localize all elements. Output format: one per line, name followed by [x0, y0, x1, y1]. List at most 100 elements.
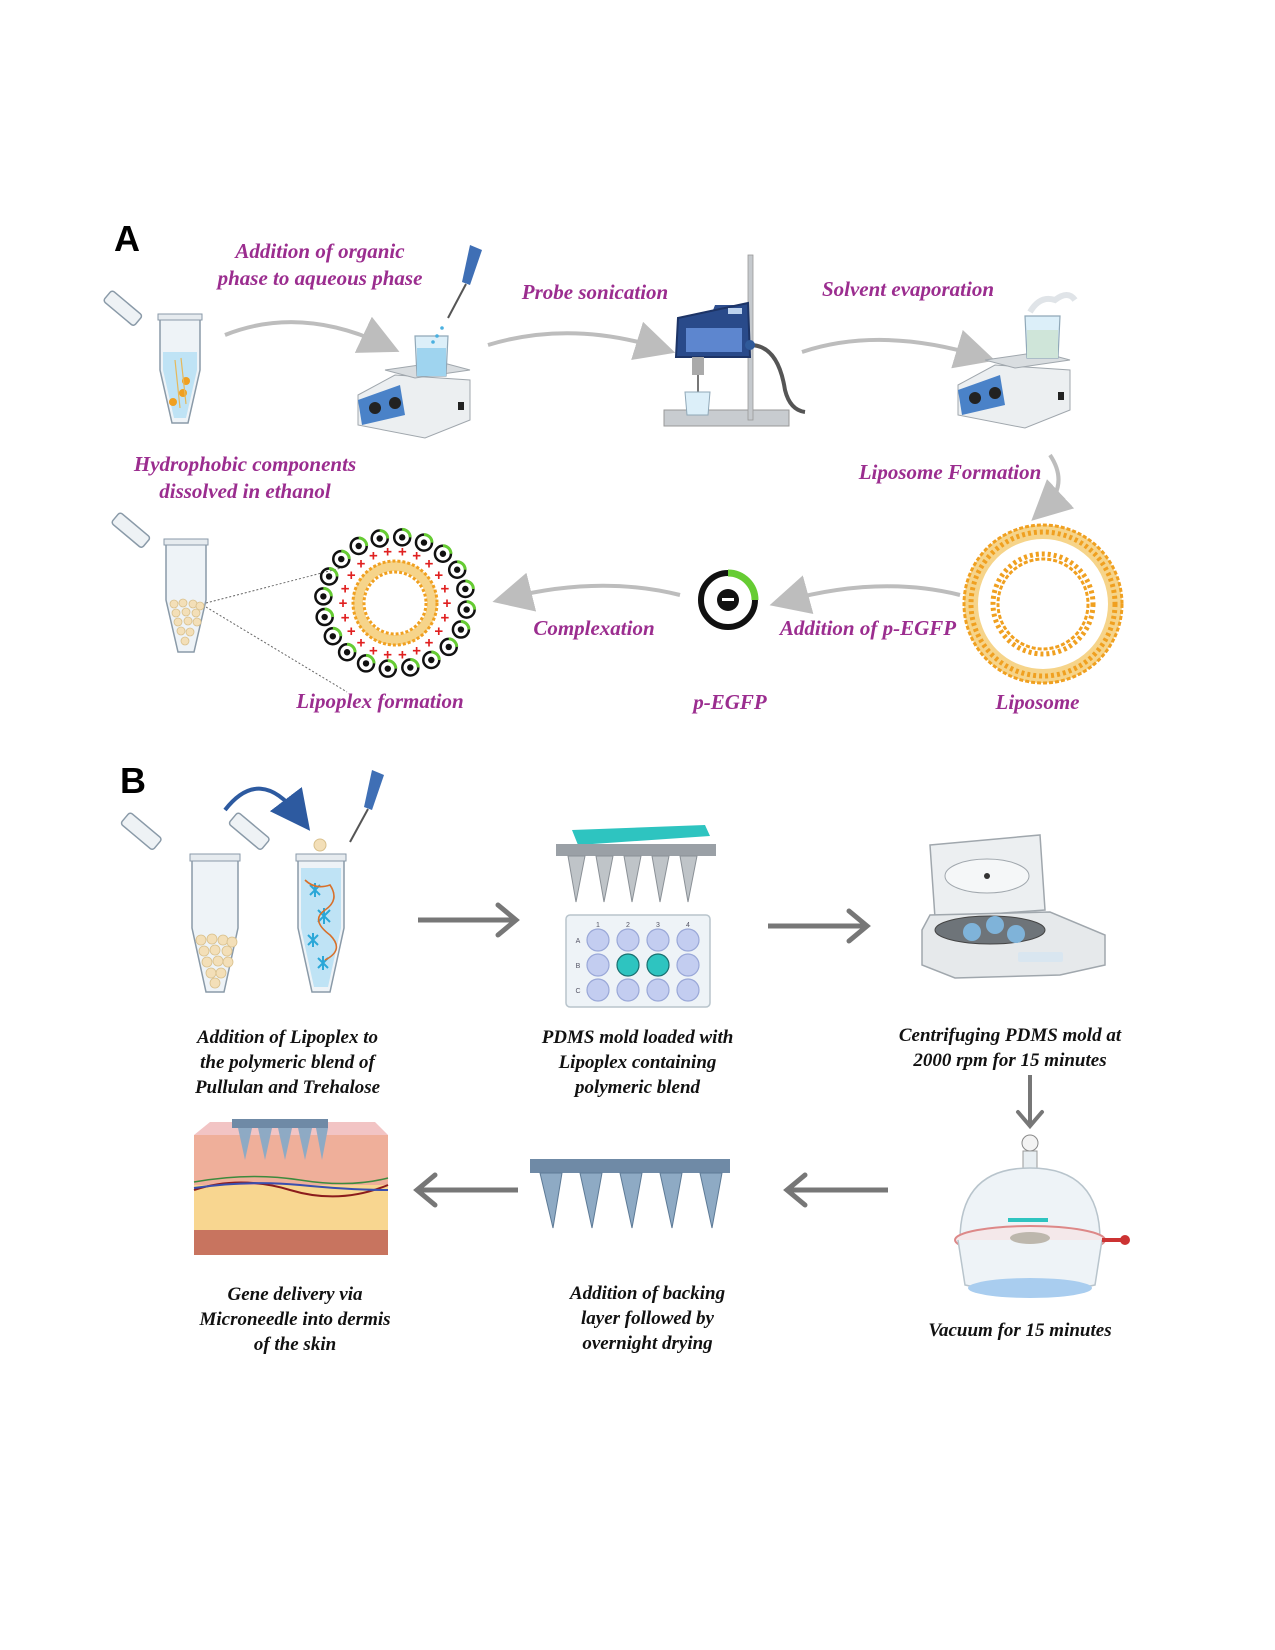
positive-charge: +: [398, 646, 407, 663]
plasmid-egfp-arc: [402, 527, 412, 538]
liposome-icon: [962, 523, 1124, 685]
well-column-label: 2: [626, 922, 630, 929]
positive-charge: +: [398, 544, 407, 561]
label-line: layer followed by: [581, 1308, 714, 1329]
arrow-liposome-formation: [1031, 453, 1075, 521]
skin-cross-section-icon: [193, 1119, 389, 1255]
microtube-lipoplex-icon: [111, 512, 209, 653]
plasmid-core: [457, 626, 465, 633]
arrow-probe-sonication: [487, 321, 676, 360]
label-addition-lipoplex: Addition of Lipoplex to the polymeric bl…: [175, 1025, 400, 1100]
plasmid-core: [407, 664, 414, 671]
positive-charge: +: [441, 580, 450, 597]
plasmid-core: [329, 633, 337, 640]
label-line: Micro­needle into dermis: [199, 1309, 391, 1330]
plasmid-egfp-arc: [324, 607, 335, 618]
plasmid-egfp-arc: [387, 659, 398, 669]
label-complexation: Complexation: [533, 616, 655, 640]
well-filled: [616, 953, 640, 977]
plasmid-pegfp-icon: [698, 569, 759, 630]
positive-charge: +: [369, 642, 378, 659]
pipette-icon: [431, 245, 482, 344]
positive-charge: +: [434, 567, 443, 584]
plasmid-core: [439, 550, 447, 557]
positive-charge: +: [412, 548, 421, 565]
label-line: dissolved in ethanol: [159, 479, 331, 503]
plasmid-egfp-arc: [465, 579, 475, 590]
well-column-label: 4: [686, 922, 690, 929]
plasmid-core: [343, 649, 351, 656]
plasmid-egfp-arc: [460, 620, 471, 630]
positive-charge: +: [357, 556, 366, 573]
arrow-complexation: [492, 572, 681, 612]
well-empty: [616, 928, 640, 952]
label-liposome: Liposome: [995, 690, 1080, 714]
label-line: Gene delivery via: [227, 1284, 363, 1305]
label-line: Hydrophobic components: [133, 452, 357, 476]
well-row-label: A: [576, 938, 581, 945]
lipoplex-bilayer: [353, 561, 437, 645]
positive-charge: +: [434, 623, 443, 640]
label-liposome-formation: Liposome Formation: [858, 460, 1042, 484]
positive-charge: +: [369, 548, 378, 565]
label-centrifuging: Centrifuging PDMS mold at 2000 rpm for 1…: [885, 1023, 1135, 1073]
label-organic-phase: Addition of organic phase to aqueous pha…: [205, 238, 435, 292]
lipoplex-icon: ++++++++++++++++++++++: [314, 527, 477, 678]
plasmid-egfp-arc: [365, 653, 376, 664]
positive-charge: +: [341, 580, 350, 597]
microtube-polymer-blend-icon: [228, 812, 347, 993]
pdms-mold-icon: [556, 825, 716, 903]
label-probe-sonication: Probe sonication: [521, 280, 669, 304]
label-line: polymeric blend: [574, 1077, 701, 1098]
label-pdms-loaded: PDMS mold loaded with Lipoplex containin…: [520, 1025, 755, 1100]
plasmid-egfp-arc: [328, 566, 339, 577]
plasmid-core: [398, 534, 406, 541]
arrow-b2: [768, 908, 871, 944]
positive-charge: +: [425, 634, 434, 651]
label-line: 2000 rpm for 15 minutes: [913, 1050, 1107, 1071]
well-filled: [646, 953, 670, 977]
label-line: Lipoplex containing: [558, 1052, 717, 1073]
panel-b-label: B: [120, 760, 146, 801]
label-backing-layer: Addition of backing layer followed by ov…: [545, 1281, 750, 1356]
plasmid-egfp-arc: [410, 657, 420, 668]
panel-a-graphics: ++++++++++++++++++++++: [103, 245, 1124, 693]
plasmid-egfp-arc: [431, 650, 441, 661]
lipoplex-inner-heads: [362, 570, 428, 636]
curved-transfer-arrow: [223, 786, 311, 831]
label-line: of the skin: [253, 1334, 337, 1355]
well-column-label: 3: [656, 922, 660, 929]
plasmid-core: [325, 573, 333, 580]
positive-charge: +: [357, 634, 366, 651]
well-empty: [586, 953, 610, 977]
plasmid-core: [355, 542, 362, 550]
microtube-lipoplex-b-icon: [120, 812, 241, 993]
magnetic-stirrer-heating-icon: [957, 292, 1078, 429]
magnetic-stirrer-icon: [357, 361, 471, 439]
positive-charge: +: [412, 642, 421, 659]
well-column-label: 1: [596, 922, 600, 929]
label-line: Centrifuging PDMS mold at: [898, 1025, 1122, 1046]
plasmid-egfp-arc: [466, 600, 477, 610]
pipette-b-icon: [349, 770, 384, 843]
plasmid-core: [463, 606, 470, 613]
label-line: Addition of organic: [235, 239, 405, 263]
zoom-line-bottom: [205, 606, 348, 693]
well-empty: [676, 978, 700, 1002]
label-vacuum: Vacuum for 15 minutes: [928, 1320, 1112, 1341]
arrow-b-left1: [783, 1172, 888, 1208]
positive-charge: +: [383, 646, 392, 663]
well-empty: [586, 978, 610, 1002]
positive-charge: +: [339, 595, 348, 612]
plasmid-core: [376, 535, 383, 542]
well-empty: [616, 978, 640, 1002]
label-pegfp: p-EGFP: [693, 690, 767, 714]
well-empty: [676, 928, 700, 952]
well-row-label: C: [575, 988, 580, 995]
plasmid-core: [320, 593, 327, 600]
positive-charge: +: [341, 610, 350, 627]
plasmid-core: [321, 613, 328, 621]
arrow-solvent-evaporation: [801, 329, 996, 369]
label-line: PDMS mold loaded with: [541, 1027, 734, 1048]
